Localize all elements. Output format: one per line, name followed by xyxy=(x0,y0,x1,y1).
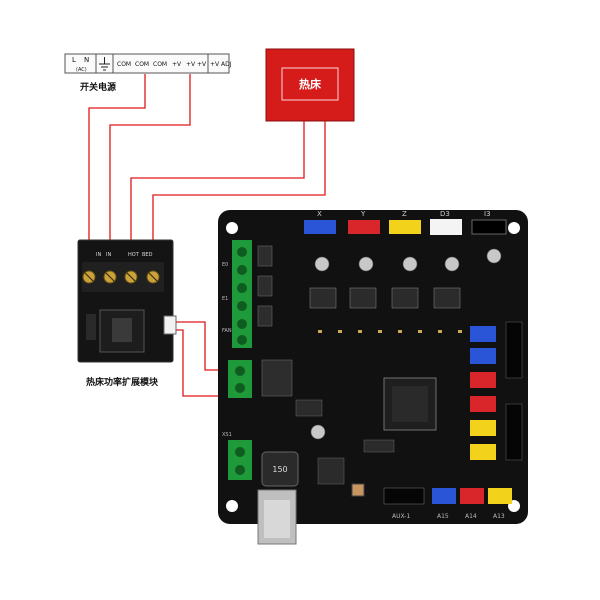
connector-z xyxy=(389,220,421,234)
bottom-label-a13: A13 xyxy=(493,513,505,520)
side-label-e1: E1 xyxy=(222,296,228,302)
connector-i3 xyxy=(471,219,507,235)
stepper-drivers xyxy=(309,287,461,309)
axis-label-z: Z xyxy=(402,210,407,218)
psu-terminal-com-3: COM xyxy=(153,61,167,68)
bottom-connector-a14 xyxy=(460,488,484,504)
aux-header xyxy=(383,487,425,505)
right-connector-3 xyxy=(470,372,496,388)
inductor: 150 xyxy=(261,451,299,487)
psu-terminal-v-1: +V xyxy=(172,61,182,68)
wire-signal-1 xyxy=(172,321,228,371)
psu-terminal-com-1: COM xyxy=(117,61,131,68)
wire-signal-2 xyxy=(172,329,228,397)
inductor-label: 150 xyxy=(272,465,287,474)
right-connector-5 xyxy=(470,420,496,436)
wire-heatbed-2 xyxy=(152,121,326,250)
bottom-label-aux: AUX-1 xyxy=(392,513,410,520)
bottom-label-a15: A15 xyxy=(437,513,449,520)
side-label-fan: FAN xyxy=(222,328,232,334)
wires xyxy=(88,74,326,397)
module-label-bed: BED xyxy=(142,252,153,258)
side-label-e0: E0 xyxy=(222,262,228,268)
bed-terminal-block xyxy=(228,360,252,398)
psu-label: 开关电源 xyxy=(80,81,116,93)
psu-terminal-N: N xyxy=(84,56,89,64)
right-connector-2 xyxy=(470,348,496,364)
module-label-hot: HOT xyxy=(128,252,140,258)
module-terminals xyxy=(82,262,164,292)
right-connectors xyxy=(470,326,496,460)
psu-terminal-strip: L N (AC) COM COM COM +V +V +V +V ADJ xyxy=(64,53,232,74)
ground-icon xyxy=(99,57,110,71)
capacitors xyxy=(310,248,502,440)
connector-y xyxy=(348,220,380,234)
module-label: 热床功率扩展模块 xyxy=(86,376,159,388)
bottom-label-a14: A14 xyxy=(465,513,477,520)
axis-label-x: X xyxy=(317,210,322,218)
bottom-connector-a15 xyxy=(432,488,456,504)
heatbed: 热床 xyxy=(265,48,355,122)
module-signal-connector xyxy=(163,315,177,335)
module-label-in-1: IN xyxy=(96,252,101,258)
psu-terminal-v-2: +V xyxy=(186,61,196,68)
psu-terminal-L: L xyxy=(72,56,76,64)
wire-heatbed-1 xyxy=(130,121,305,250)
axis-label-d3: D3 xyxy=(440,210,450,218)
wire-psu-com xyxy=(88,74,146,250)
axis-connectors: X Y Z D3 I3 xyxy=(304,210,507,235)
side-label-xs1: XS1 xyxy=(222,432,232,438)
power-terminal-block xyxy=(232,240,252,348)
module-label-in-2: IN xyxy=(106,252,111,258)
psu-terminal-com-2: COM xyxy=(135,61,149,68)
psu-terminal-adj: +V ADJ xyxy=(210,61,232,68)
wire-psu-v xyxy=(109,74,191,250)
axis-label-i3: I3 xyxy=(484,210,491,218)
axis-label-y: Y xyxy=(360,210,366,218)
right-connector-1 xyxy=(470,326,496,342)
control-board: X Y Z D3 I3 E0 E1 FAN XS1 xyxy=(218,210,528,545)
right-connector-6 xyxy=(470,444,496,460)
psu-ac-note: (AC) xyxy=(76,67,87,73)
power-expansion-module: IN IN HOT BED xyxy=(77,239,177,363)
main-power-terminal-block xyxy=(228,440,252,480)
connector-x xyxy=(304,220,336,234)
bottom-connectors: AUX-1 A15 A14 A13 xyxy=(383,487,512,520)
right-connector-4 xyxy=(470,396,496,412)
heatbed-label: 热床 xyxy=(299,77,322,91)
psu-terminal-v-3: +V xyxy=(197,61,207,68)
bottom-connector-a13 xyxy=(488,488,512,504)
reset-button xyxy=(351,483,365,497)
connector-d3 xyxy=(430,219,462,235)
